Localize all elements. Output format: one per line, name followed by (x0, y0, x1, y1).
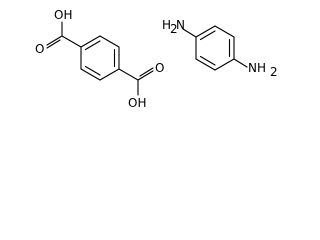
c-o-double-top-1 (46, 35, 63, 46)
ring2-double-1 (199, 30, 216, 41)
c-o-double-bottom-2 (139, 67, 154, 77)
ring2-bond-d (214, 58, 235, 71)
bottom-o-label: O (155, 61, 164, 75)
ring2-double-3 (199, 55, 216, 66)
bottom-nh2-label: NH (248, 61, 266, 75)
c-n-bottom (233, 58, 248, 68)
top-nh2-sub-label: 2 (170, 22, 178, 36)
c-n-top (182, 28, 197, 38)
ring2-bond-e (195, 58, 216, 71)
c-c-bottom (118, 68, 139, 81)
top-o-label: O (35, 42, 44, 56)
ring1-double-3 (84, 65, 101, 76)
carboxyl-group-bottom: OH O (118, 61, 164, 110)
carboxyl-group-top: OH O (35, 8, 82, 56)
ring1-bond-e (80, 68, 101, 81)
ring2-bond-b (214, 25, 235, 38)
c-o-double-top-2 (46, 39, 61, 49)
c-c-top (61, 35, 82, 48)
ring1-bond-a (80, 35, 101, 48)
c-o-double-bottom-1 (137, 70, 154, 81)
benzene-ring-1 (80, 35, 120, 81)
benzene-ring-2 (195, 25, 235, 71)
top-nh2-n-label: N (176, 18, 185, 32)
ring1-bond-d (99, 68, 120, 81)
ring1-bond-b (99, 35, 120, 48)
p-phenylenediamine-structure: H 2 N NH 2 (162, 18, 278, 79)
ring1-double-1 (84, 40, 101, 51)
ring2-bond-a (195, 25, 216, 38)
top-oh-label: OH (54, 8, 72, 22)
terephthalic-acid-structure: OH O OH O (35, 8, 164, 110)
bottom-oh-label: OH (128, 96, 146, 110)
amino-group-bottom: NH 2 (233, 58, 278, 79)
amino-group-top: H 2 N (162, 18, 197, 38)
bottom-nh2-sub-label: 2 (270, 65, 278, 79)
structure-canvas: OH O OH O H (35, 8, 278, 110)
top-nh2-h-label: H (162, 18, 171, 32)
